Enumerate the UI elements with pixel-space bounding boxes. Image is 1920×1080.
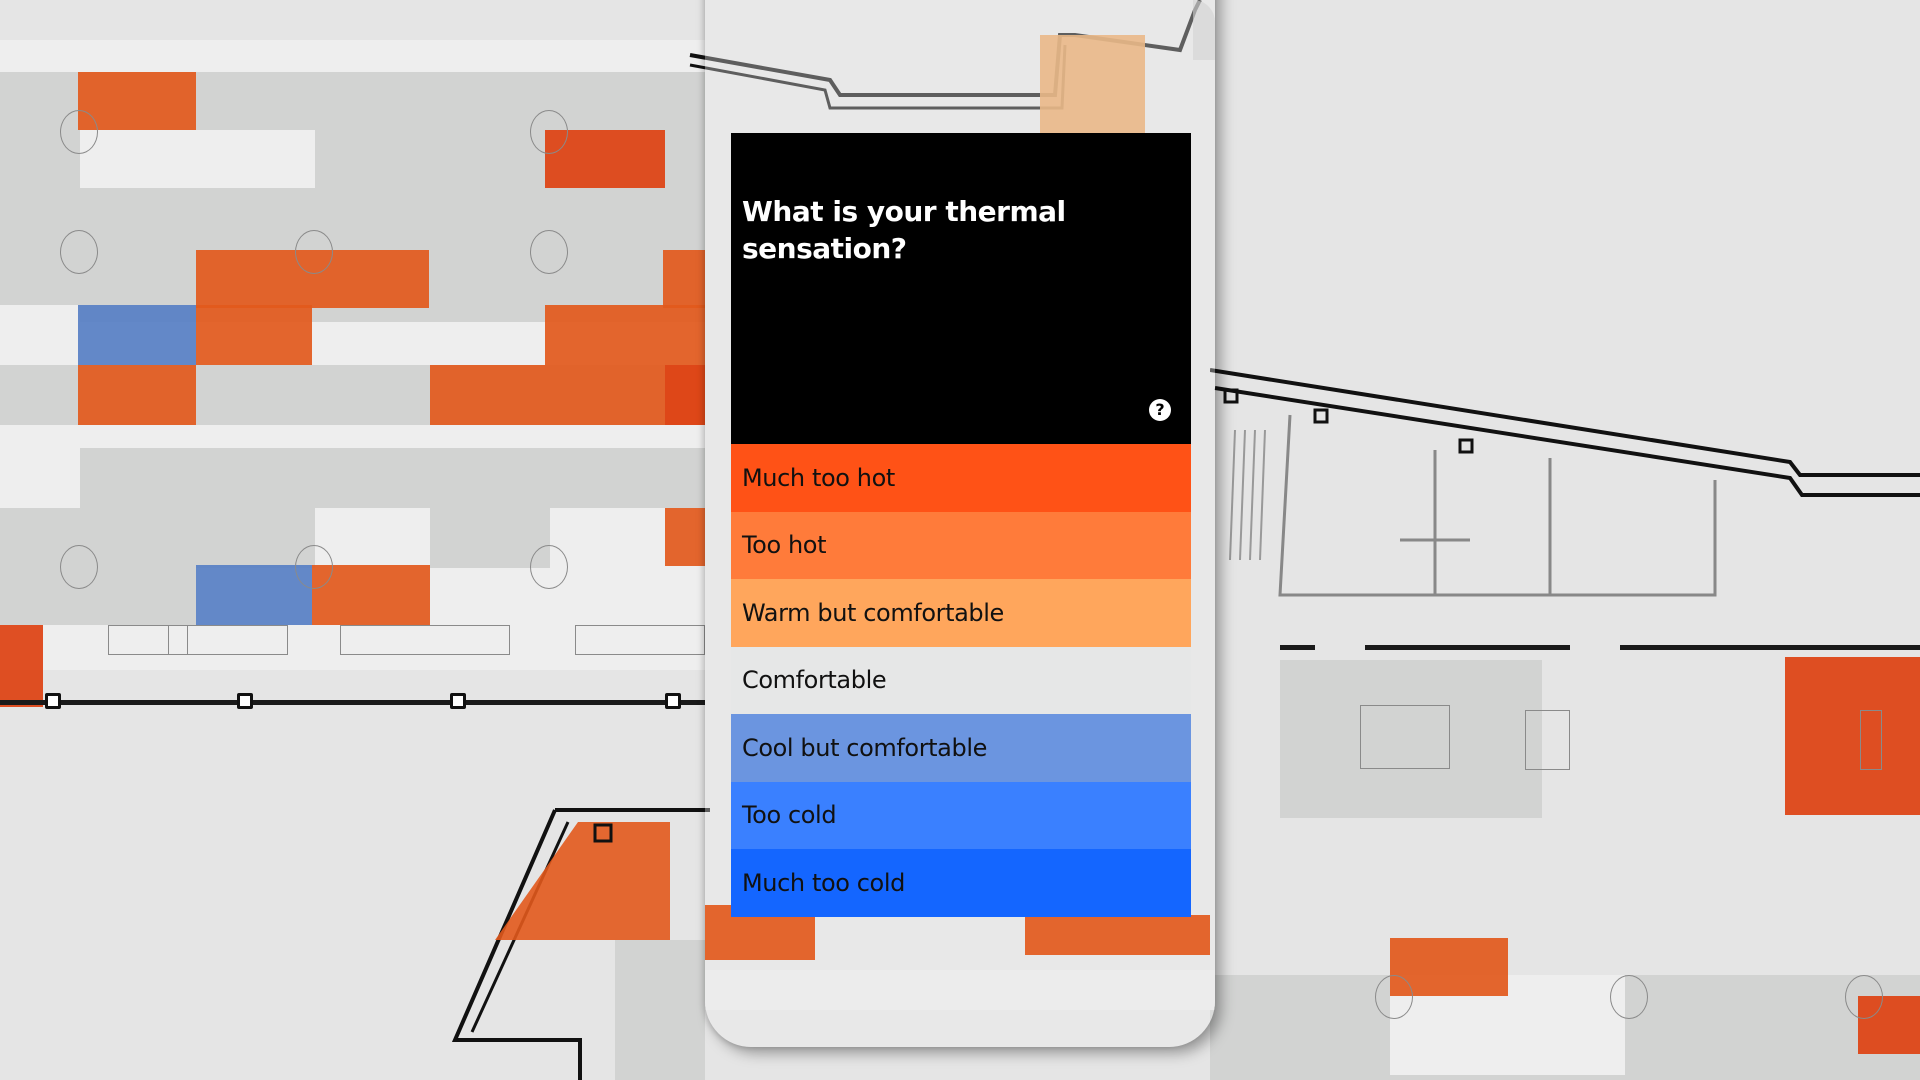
heat-cell-cool xyxy=(78,305,196,365)
round-table xyxy=(60,230,98,274)
heat-cell-much-too-hot xyxy=(1785,657,1920,815)
floor-zone xyxy=(430,508,550,568)
heat-cell-too-hot xyxy=(196,305,312,365)
conference-table xyxy=(1525,710,1570,770)
right-building-outline xyxy=(1210,368,1920,597)
floor-zone xyxy=(0,508,315,568)
heat-cell-too-hot xyxy=(78,365,196,425)
desk xyxy=(108,625,188,655)
column xyxy=(237,693,253,709)
heat-cell-too-hot xyxy=(78,72,196,130)
option-too-hot[interactable]: Too hot xyxy=(731,511,1191,579)
phone-bottom-bezel xyxy=(705,970,1215,1010)
round-table xyxy=(60,110,98,154)
desk xyxy=(575,625,705,655)
desk xyxy=(340,625,510,655)
round-table xyxy=(530,230,568,274)
angled-wall xyxy=(451,808,710,1080)
heat-cell-much-too-hot xyxy=(665,365,705,425)
heat-cell-too-hot xyxy=(665,508,705,566)
round-table xyxy=(1375,975,1413,1019)
top-wall xyxy=(689,0,1202,140)
round-table xyxy=(1610,975,1648,1019)
floor-zone xyxy=(615,940,705,1080)
column xyxy=(45,693,61,709)
round-table xyxy=(1845,975,1883,1019)
help-icon[interactable]: ? xyxy=(1149,399,1171,421)
round-table xyxy=(295,545,333,589)
conference-room xyxy=(1280,660,1542,818)
conference-table xyxy=(1860,710,1882,770)
option-warm-but-comfortable[interactable]: Warm but comfortable xyxy=(731,579,1191,647)
wall xyxy=(1620,645,1920,650)
phone-corner xyxy=(1193,0,1215,60)
round-table xyxy=(295,230,333,274)
round-table xyxy=(530,110,568,154)
option-cool-but-comfortable[interactable]: Cool but comfortable xyxy=(731,714,1191,782)
floor-zone xyxy=(0,305,80,365)
answer-options: Much too hot Too hot Warm but comfortabl… xyxy=(731,444,1191,917)
heat-cell-too-hot xyxy=(430,365,705,425)
floor-zone xyxy=(80,130,315,188)
wall xyxy=(1280,645,1315,650)
heat-cell-much-too-hot xyxy=(0,625,43,707)
heat-cell-too-hot xyxy=(545,305,705,365)
column xyxy=(450,693,466,709)
exterior-wall xyxy=(0,700,705,705)
conference-table xyxy=(1360,705,1450,769)
desk xyxy=(168,625,288,655)
question-header: What is your thermal sensation? ? xyxy=(731,133,1191,444)
floor-zone xyxy=(0,565,196,625)
thermal-survey: What is your thermal sensation? ? Much t… xyxy=(731,133,1191,917)
heat-cell-cool xyxy=(196,565,312,625)
round-table xyxy=(60,545,98,589)
option-much-too-hot[interactable]: Much too hot xyxy=(731,444,1191,512)
option-too-cold[interactable]: Too cold xyxy=(731,781,1191,849)
column xyxy=(665,693,681,709)
round-table xyxy=(530,545,568,589)
question-title: What is your thermal sensation? xyxy=(742,195,1066,265)
heat-cell-too-hot xyxy=(663,250,705,308)
option-comfortable[interactable]: Comfortable xyxy=(731,646,1191,714)
option-much-too-cold[interactable]: Much too cold xyxy=(731,849,1191,917)
heat-cell-too-hot xyxy=(1025,915,1210,955)
floor-zone xyxy=(80,448,705,508)
wall xyxy=(1365,645,1570,650)
